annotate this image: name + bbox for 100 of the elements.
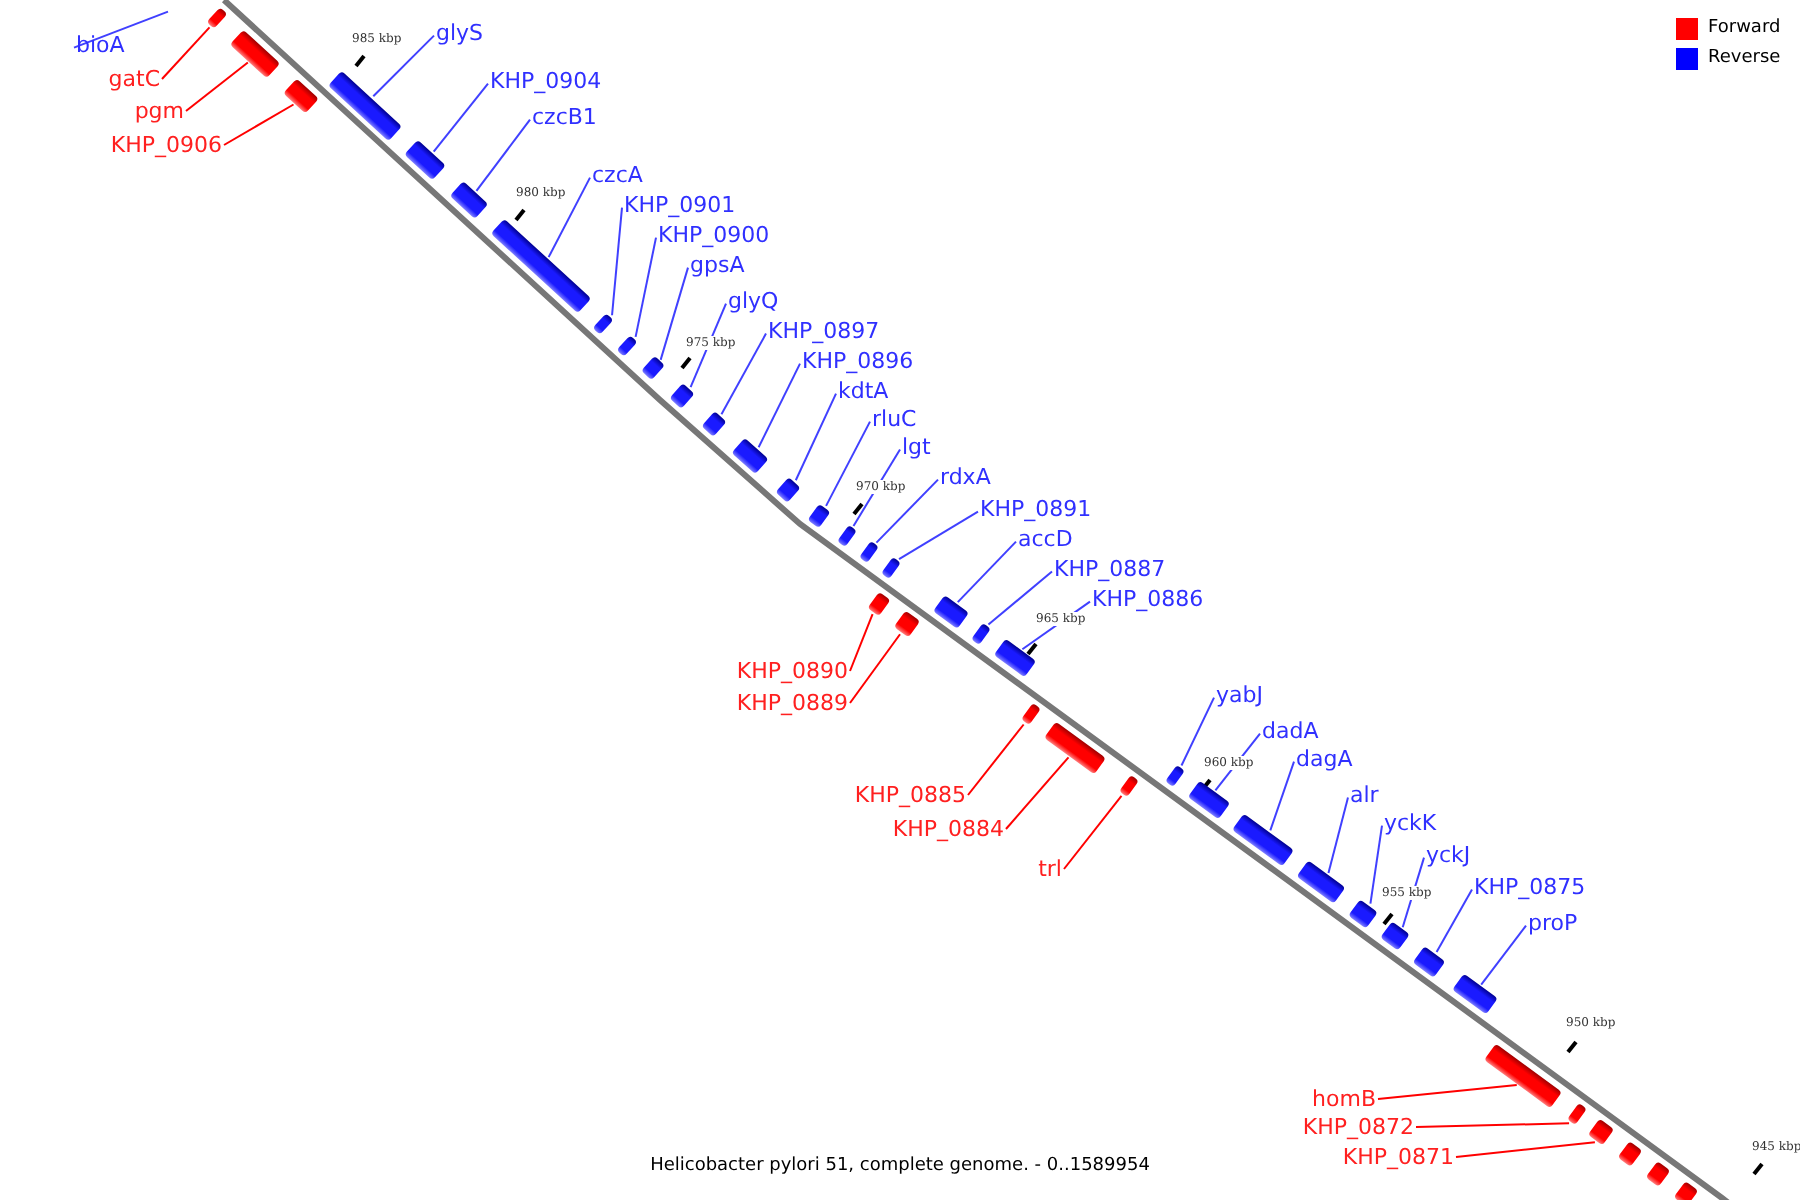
reverse-gene-bar xyxy=(932,594,969,629)
gene-label: KHP_0890 xyxy=(736,658,848,684)
reverse-gene-bar xyxy=(971,623,992,646)
reverse-gene-bar xyxy=(882,557,902,580)
gene-label: glyQ xyxy=(728,288,779,314)
reverse-gene-bar xyxy=(775,476,801,502)
leader-line xyxy=(1415,1122,1571,1128)
gene-label: yckJ xyxy=(1426,842,1471,868)
leader-line xyxy=(475,118,531,192)
leader-line xyxy=(1369,824,1383,905)
gene-label: trl xyxy=(1038,856,1062,882)
gene-label: KHP_0887 xyxy=(1054,556,1166,582)
leader-line xyxy=(223,103,295,146)
gene-label: KHP_0906 xyxy=(110,132,222,158)
gene-label: lgt xyxy=(902,434,931,460)
reverse-gene-bar xyxy=(404,140,447,181)
forward-gene-bar xyxy=(1617,1140,1643,1166)
forward-gene-bar xyxy=(283,78,320,114)
leader-line xyxy=(898,510,979,561)
gene-label: czcA xyxy=(592,162,643,188)
gene-label: KHP_0901 xyxy=(624,192,736,218)
leader-line xyxy=(659,266,689,361)
reverse-gene-bar xyxy=(1413,945,1446,978)
gene-label: KHP_0891 xyxy=(980,496,1092,522)
reverse-gene-bar xyxy=(1348,898,1379,928)
leader-line xyxy=(611,206,623,317)
gene-label: homB xyxy=(1312,1086,1376,1112)
reverse-gene-bar xyxy=(1380,922,1411,952)
gene-label: proP xyxy=(1528,910,1578,936)
forward-gene-bar xyxy=(207,7,229,30)
leader-line xyxy=(757,362,801,449)
reverse-gene-bar xyxy=(617,335,638,357)
leader-line xyxy=(987,570,1053,626)
leader-line xyxy=(1455,1141,1596,1158)
leader-line xyxy=(1327,796,1349,874)
gene-label: alr xyxy=(1350,782,1379,808)
gene-label: yabJ xyxy=(1216,682,1263,708)
gene-label: accD xyxy=(1018,526,1073,552)
leader-line xyxy=(1480,924,1527,986)
gene-label: KHP_0897 xyxy=(768,318,880,344)
gene-label: KHP_0871 xyxy=(1342,1144,1454,1170)
reverse-gene-bar xyxy=(640,356,665,381)
reverse-gene-bar xyxy=(859,541,880,564)
gene-label: KHP_0885 xyxy=(854,782,966,808)
gene-label: gpsA xyxy=(690,252,745,278)
leader-line xyxy=(849,613,874,672)
leader-line xyxy=(849,633,902,704)
leader-line xyxy=(852,448,901,527)
gene-label: dagA xyxy=(1296,746,1353,772)
forward-gene-bar xyxy=(868,592,892,617)
gene-label: KHP_0889 xyxy=(736,690,848,716)
leader-line xyxy=(1435,888,1473,954)
forward-gene-bar xyxy=(1566,1102,1587,1125)
reverse-gene-bar xyxy=(700,410,727,437)
leader-line xyxy=(185,61,249,112)
gene-label: czcB1 xyxy=(532,104,597,130)
gene-label: KHP_0896 xyxy=(802,348,914,374)
gene-label: KHP_0900 xyxy=(658,222,770,248)
legend-label: Forward xyxy=(1708,18,1781,40)
leader-line xyxy=(794,392,837,482)
leader-line xyxy=(1269,760,1295,832)
leader-line xyxy=(1180,696,1215,767)
forward-gene-bar xyxy=(1588,1119,1616,1146)
caption: Helicobacter pylori 51, complete genome. - 0..1589954 xyxy=(650,1156,1150,1176)
gene-label: glyS xyxy=(436,20,484,46)
reverse-gene-bar xyxy=(732,438,770,475)
reverse-gene-bar xyxy=(593,313,615,335)
reverse-gene-bar xyxy=(670,383,696,409)
gene-label: pgm xyxy=(134,98,184,124)
reverse-gene-bar xyxy=(1164,764,1185,787)
gene-label: KHP_0872 xyxy=(1302,1114,1414,1140)
gene-label: KHP_0884 xyxy=(892,816,1004,842)
leader-line xyxy=(1377,1084,1518,1100)
leader-line xyxy=(956,540,1017,604)
gene-label: gatC xyxy=(108,66,160,92)
gene-label: rdxA xyxy=(940,464,991,490)
leader-line xyxy=(689,302,727,389)
leader-line xyxy=(1005,756,1070,830)
reverse-gene-bar xyxy=(449,180,488,219)
forward-gene-bar xyxy=(1044,721,1107,774)
forward-gene-bar xyxy=(1672,1180,1698,1200)
leader-line xyxy=(875,478,939,544)
reverse-gene-bar xyxy=(807,503,831,528)
gene-label: kdtA xyxy=(838,378,889,404)
gene-label: KHP_0904 xyxy=(490,68,602,94)
reverse-gene-bar xyxy=(836,524,857,547)
leader-line xyxy=(432,82,489,153)
reverse-gene-bar xyxy=(1451,973,1497,1015)
gene-label: rluC xyxy=(872,406,917,432)
leader-line xyxy=(372,34,435,98)
leader-line xyxy=(634,236,657,338)
gene-label: yckK xyxy=(1384,810,1437,836)
leader-line xyxy=(161,26,211,80)
leader-line xyxy=(1063,794,1123,870)
gene-label: KHP_0886 xyxy=(1092,586,1204,612)
forward-gene-bar xyxy=(1118,775,1139,798)
gene-label: KHP_0875 xyxy=(1474,874,1586,900)
forward-gene-bar xyxy=(893,611,921,638)
leader-line xyxy=(73,10,169,49)
leader-line xyxy=(547,176,591,259)
